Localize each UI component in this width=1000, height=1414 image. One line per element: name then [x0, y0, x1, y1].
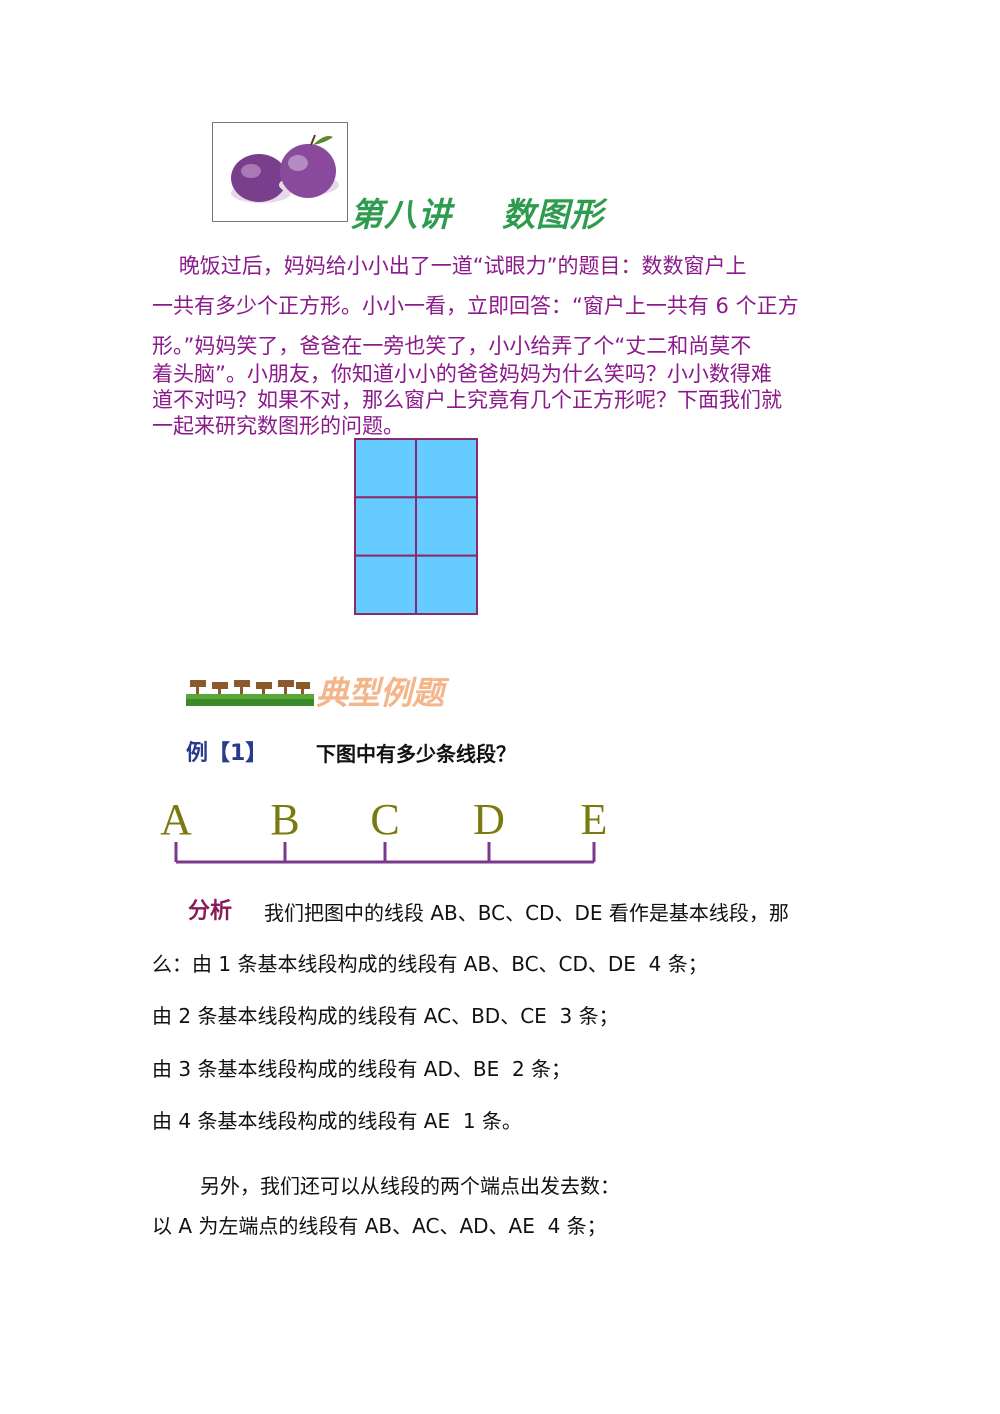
window-pane	[415, 554, 478, 615]
point-label: B	[270, 795, 299, 844]
analysis-line: 由 2 条基本线段构成的线段有 AC、BD、CE 3 条；	[152, 1004, 619, 1028]
window-pane	[415, 496, 478, 557]
intro-line: 道不对吗？如果不对，那么窗户上究竟有几个正方形呢？下面我们就	[152, 388, 782, 412]
section-title: 典型例题	[316, 674, 445, 712]
window-diagram	[354, 438, 478, 615]
point-label: E	[581, 795, 608, 844]
signpost-banner	[186, 672, 314, 706]
analysis-label: 分析	[188, 899, 233, 924]
segment-line: A B C D E	[160, 795, 608, 864]
window-pane	[415, 438, 478, 499]
example-question: 下图中有多少条线段？	[316, 742, 516, 766]
analysis-line: 么：由 1 条基本线段构成的线段有 AB、BC、CD、DE 4 条；	[152, 952, 708, 976]
window-grid	[354, 438, 478, 615]
analysis-line: 我们把图中的线段 AB、BC、CD、DE 看作是基本线段，那	[264, 901, 789, 925]
window-pane	[354, 554, 417, 615]
segment-diagram: A B C D E	[150, 790, 630, 870]
window-pane	[354, 438, 417, 499]
point-label: C	[370, 795, 399, 844]
intro-line: 一共有多少个正方形。小小一看，立即回答：“窗户上一共有 6 个正方	[152, 294, 799, 318]
intro-line: 形。”妈妈笑了，爸爸在一旁也笑了，小小给弄了个“丈二和尚莫不	[152, 334, 752, 358]
intro-line: 一起来研究数图形的问题。	[152, 414, 404, 438]
window-pane	[354, 496, 417, 557]
analysis-line: 另外，我们还可以从线段的两个端点出发去数：	[200, 1174, 620, 1198]
point-label: D	[473, 795, 505, 844]
lecture-title: 第八讲 数图形	[350, 195, 604, 234]
intro-line: 着头脑”。小朋友，你知道小小的爸爸妈妈为什么笑吗？小小数得难	[152, 362, 772, 386]
intro-line: 晚饭过后，妈妈给小小出了一道“试眼力”的题目：数数窗户上	[152, 254, 747, 278]
analysis-line: 由 4 条基本线段构成的线段有 AE 1 条。	[152, 1109, 522, 1133]
example-label: 例【1】	[186, 741, 268, 766]
analysis-line: 以 A 为左端点的线段有 AB、AC、AD、AE 4 条；	[152, 1214, 607, 1238]
analysis-line: 由 3 条基本线段构成的线段有 AD、BE 2 条；	[152, 1057, 572, 1081]
plum-illustration	[212, 122, 348, 222]
point-label: A	[160, 795, 192, 844]
